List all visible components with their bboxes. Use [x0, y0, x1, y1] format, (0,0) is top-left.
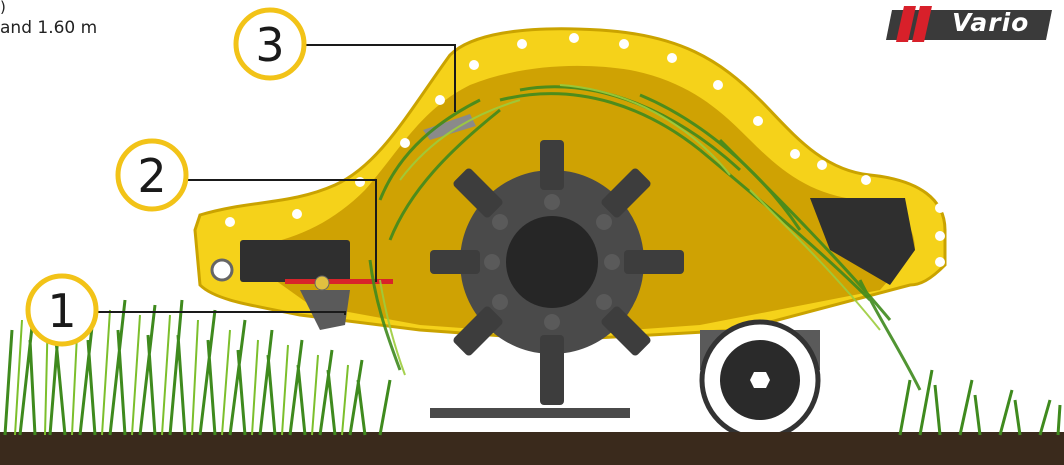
- frame-rail: [430, 408, 630, 418]
- adjust-nut: [315, 276, 329, 290]
- left-compartment: [240, 240, 350, 282]
- rear-roller: [700, 322, 820, 438]
- callout-1: 1: [28, 276, 96, 344]
- callout-2: 2: [118, 141, 186, 209]
- soil: [0, 432, 1064, 465]
- callout-3: 3: [236, 10, 304, 78]
- rotor-assembly: [430, 140, 684, 405]
- callout-number: 1: [47, 284, 76, 338]
- callout-number: 2: [137, 149, 166, 203]
- pivot-wheel: [212, 260, 232, 280]
- callout-number: 3: [255, 18, 284, 72]
